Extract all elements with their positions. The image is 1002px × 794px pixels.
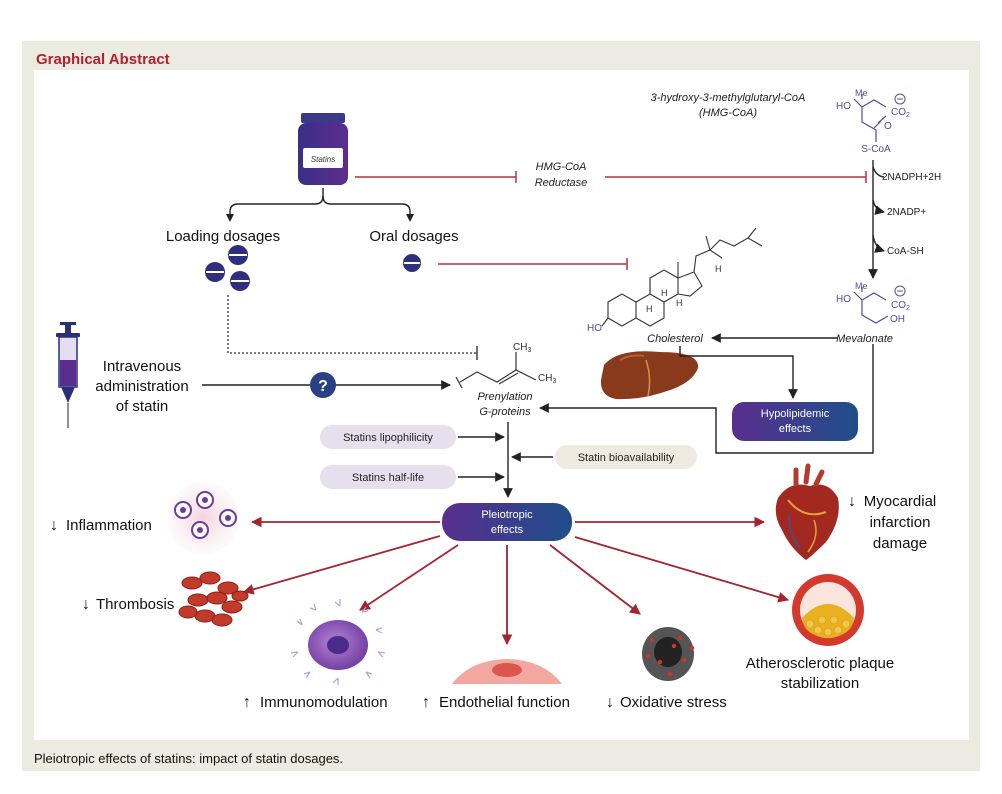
mevalonate-ho: HO (836, 294, 851, 305)
mi-label-2: infarction (870, 514, 931, 531)
inflammation-cells-icon (167, 482, 239, 554)
syringe-icon (56, 322, 80, 428)
hmgcoa-o: O (884, 121, 892, 132)
coash-label: CoA-SH (887, 246, 924, 257)
mi-label-3: damage (873, 535, 927, 552)
iv-label-1: Intravenous (103, 358, 181, 375)
effect-arrows (242, 516, 790, 646)
oral-tablet-icon (403, 254, 421, 272)
immunomodulation-label: Immunomodulation (260, 694, 388, 711)
immuno-arrow-icon: ↑ (243, 694, 251, 711)
endothelial-arrow-icon: ↑ (422, 694, 430, 711)
nadph-label: 2NADPH+2H (882, 172, 941, 183)
mevalonate-structure-icon (853, 287, 889, 324)
halflife-label: Statins half-life (352, 472, 424, 484)
lipophilicity-pill (320, 425, 456, 449)
cholesterol-h-2: H (676, 298, 683, 308)
pleiotropic-label-2: effects (491, 524, 524, 536)
figure-caption: Pleiotropic effects of statins: impact o… (34, 751, 344, 766)
cholesterol-h-4: H (715, 264, 722, 274)
oxidative-label: Oxidative stress (620, 694, 727, 711)
hmgcoa-scoa: S-CoA (861, 144, 891, 155)
negative-charge-icon (894, 285, 906, 297)
hmgcoa-co2: CO2 (891, 107, 910, 119)
inflammation-label: Inflammation (66, 517, 152, 534)
athero-label-1: Atherosclerotic plaque (746, 655, 894, 672)
iv-label-3: of statin (116, 398, 169, 415)
prenyl-structure-icon (455, 352, 537, 389)
ch3-top-label: CH3 (513, 342, 531, 354)
mevalonate-me: Me (855, 281, 868, 291)
hmgcoa-reductase-label-2: Reductase (535, 177, 588, 189)
loading-tablets-icon (205, 245, 250, 291)
ch3-right-label: CH3 (538, 373, 556, 385)
dosage-bracket (229, 188, 411, 218)
bottle-label: Statins (311, 155, 335, 164)
unknown-mechanism-icon (310, 372, 336, 398)
cholesterol-ho: HO (587, 323, 602, 334)
statin-bottle-icon (298, 113, 348, 185)
mevalonate-co2: CO2 (891, 300, 910, 312)
pleiotropic-effects-pill (442, 503, 572, 541)
unknown-mechanism-mark: ? (318, 378, 328, 395)
hypolipidemic-label-2: effects (779, 423, 812, 435)
hmgcoa-name-2: (HMG-CoA) (699, 107, 757, 119)
hypolipidemic-label-1: Hypolipidemic (761, 408, 830, 420)
cholesterol-h-1: H (661, 288, 668, 298)
thrombosis-rbc-icon (178, 571, 249, 627)
hmgcoa-structure-icon (853, 94, 887, 142)
iv-label-2: administration (95, 378, 188, 395)
hypolipidemic-effects-pill (732, 402, 858, 441)
loading-dosages-label: Loading dosages (166, 228, 280, 245)
oxidative-stress-icon (642, 627, 695, 681)
oral-dosages-label: Oral dosages (369, 228, 458, 245)
thrombosis-label: Thrombosis (96, 596, 174, 613)
endothelial-label: Endothelial function (439, 694, 570, 711)
endothelial-cell-icon (452, 659, 562, 684)
oral-inhibition-line (438, 258, 628, 270)
plaque-artery-icon (792, 574, 864, 646)
hmgcoa-me: Me (855, 88, 868, 98)
mevalonate-label: Mevalonate (836, 333, 893, 345)
prenylation-label: Prenylation (477, 391, 532, 403)
mevalonate-oh: OH (890, 314, 905, 325)
bioavailability-label: Statin bioavailability (578, 452, 675, 464)
hmgcoa-reductase-label-1: HMG-CoA (536, 161, 587, 173)
g-proteins-label: G-proteins (479, 406, 531, 418)
cholesterol-to-hypolipidemic-arrow (679, 346, 798, 399)
cholesterol-h-3: H (646, 304, 653, 314)
athero-label-2: stabilization (781, 675, 859, 692)
liver-icon (600, 351, 699, 400)
mevalonate-to-prenylation-arrow (539, 344, 874, 454)
bioavailability-pill (555, 445, 697, 469)
inflammation-arrow-icon: ↓ (50, 517, 58, 534)
mevalonate-pathway-arrow (868, 160, 885, 279)
mi-label-1: Myocardial (864, 493, 937, 510)
pleiotropic-label-1: Pleiotropic (481, 509, 533, 521)
nadp-label: 2NADP+ (887, 207, 926, 218)
immune-cell-icon (290, 599, 386, 685)
hmgcoa-ho: HO (836, 101, 851, 112)
halflife-pill (320, 465, 456, 489)
figure-title: Graphical Abstract (36, 51, 170, 68)
cholesterol-structure-icon (601, 227, 763, 327)
reductase-inhibition-line (355, 171, 867, 183)
mi-arrow-icon: ↓ (848, 493, 856, 510)
cholesterol-label: Cholesterol (647, 333, 703, 345)
heart-icon (775, 463, 839, 560)
loading-dotted-path (227, 295, 478, 360)
negative-charge-icon (894, 93, 906, 105)
oxidative-arrow-icon: ↓ (606, 694, 614, 711)
thrombosis-arrow-icon: ↓ (82, 596, 90, 613)
lipophilicity-label: Statins lipophilicity (343, 432, 433, 444)
hmgcoa-name-1: 3-hydroxy-3-methylglutaryl-CoA (651, 92, 806, 104)
